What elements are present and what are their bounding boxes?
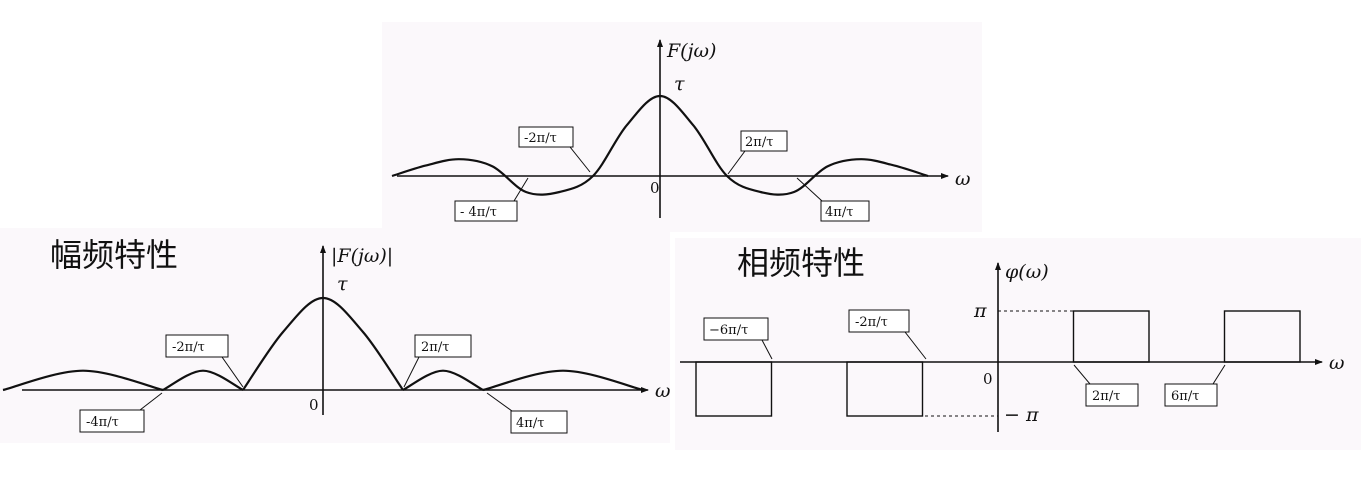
callout-label: 6π/τ	[1171, 389, 1199, 404]
callout-label: 2π/τ	[1092, 389, 1120, 404]
callout-label: −6π/τ	[709, 323, 748, 338]
callout-label: -4π/τ	[86, 415, 119, 430]
callout-label: -2π/τ	[172, 340, 205, 355]
callout-label: - 4π/τ	[460, 205, 497, 220]
phase-panel-bg	[675, 238, 1361, 450]
callout-phase-minus-2pi: -2π/τ	[848, 309, 927, 360]
amplitude-chart: 幅频特性 |F(jω)| τ ω 0 -2π/τ 2π/τ -4π/τ 4π/τ	[2, 236, 671, 434]
spectrum-chart: F(jω) τ ω 0 -2π/τ 2π/τ - 4π/τ 4π/τ	[391, 39, 971, 222]
minus-pi-tick-label: − π	[1004, 404, 1039, 426]
phase-chart: 相频特性 φ(ω) ω 0 π − π −6π/τ -2π/τ 2π/τ	[680, 244, 1345, 432]
top-origin-label: 0	[650, 179, 660, 197]
phase-segments	[695, 310, 1301, 417]
callout-top-minus-4pi: - 4π/τ	[454, 177, 529, 222]
callout-amp-minus-2pi: -2π/τ	[165, 334, 244, 388]
phase-segment-0	[695, 361, 773, 417]
callout-label: 2π/τ	[745, 135, 773, 150]
callout-phase-plus-2pi: 2π/τ	[1073, 364, 1139, 407]
callout-label: 2π/τ	[421, 340, 449, 355]
phase-x-label: ω	[1329, 352, 1345, 374]
amp-x-label: ω	[655, 380, 671, 402]
callout-top-minus-2pi: -2π/τ	[518, 126, 591, 173]
phase-title: 相频特性	[737, 244, 865, 282]
callout-amp-minus-4pi: -4π/τ	[79, 392, 163, 433]
callout-top-plus-2pi: 2π/τ	[727, 130, 788, 175]
phase-segment-3	[1223, 310, 1301, 363]
phase-segment-2	[1072, 310, 1150, 363]
callout-top-plus-4pi: 4π/τ	[796, 177, 870, 222]
amplitude-panel-bg	[0, 228, 670, 443]
pi-tick-label: π	[973, 300, 987, 322]
top-panel-bg	[382, 22, 982, 232]
callout-label: -2π/τ	[855, 315, 888, 330]
top-x-label: ω	[955, 168, 971, 190]
top-peak-label: τ	[674, 73, 685, 95]
phase-segment-1	[846, 361, 924, 417]
callout-amp-plus-2pi: 2π/τ	[403, 334, 472, 388]
top-y-label: F(jω)	[666, 40, 716, 62]
callout-label: -2π/τ	[524, 131, 557, 146]
callout-label: 4π/τ	[825, 205, 853, 220]
amplitude-curve	[2, 296, 644, 392]
phase-origin-label: 0	[983, 370, 993, 388]
sinc-curve	[391, 94, 929, 196]
amp-peak-label: τ	[337, 273, 348, 295]
callout-phase-minus-6pi: −6π/τ	[703, 317, 773, 360]
callout-label: 4π/τ	[516, 416, 544, 431]
amp-y-label: |F(jω)|	[331, 245, 393, 267]
callout-amp-plus-4pi: 4π/τ	[486, 392, 568, 434]
amp-origin-label: 0	[309, 396, 319, 414]
amplitude-title: 幅频特性	[50, 236, 178, 274]
callout-phase-plus-6pi: 6π/τ	[1164, 364, 1226, 407]
phase-y-label: φ(ω)	[1005, 261, 1049, 283]
